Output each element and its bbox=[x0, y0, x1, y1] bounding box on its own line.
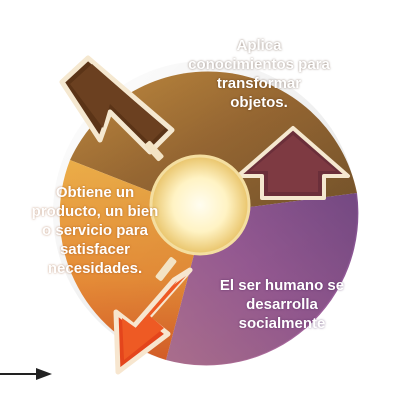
center-circle bbox=[149, 154, 251, 256]
notch-upper bbox=[144, 140, 164, 162]
segment-left-label: Obtiene un producto, un bien o servicio … bbox=[31, 184, 159, 277]
arrow-bottom-icon bbox=[113, 267, 193, 375]
arrow-down-left-icon bbox=[59, 55, 175, 155]
segment-right-label: El ser humano se desarrolla socialmente bbox=[219, 277, 345, 332]
segment-top-label: Aplica conocimientos para transformar ob… bbox=[188, 37, 330, 111]
pointer-arrow-right-icon bbox=[0, 368, 52, 380]
arrow-up-icon bbox=[236, 126, 350, 200]
notch-lower bbox=[155, 257, 177, 281]
